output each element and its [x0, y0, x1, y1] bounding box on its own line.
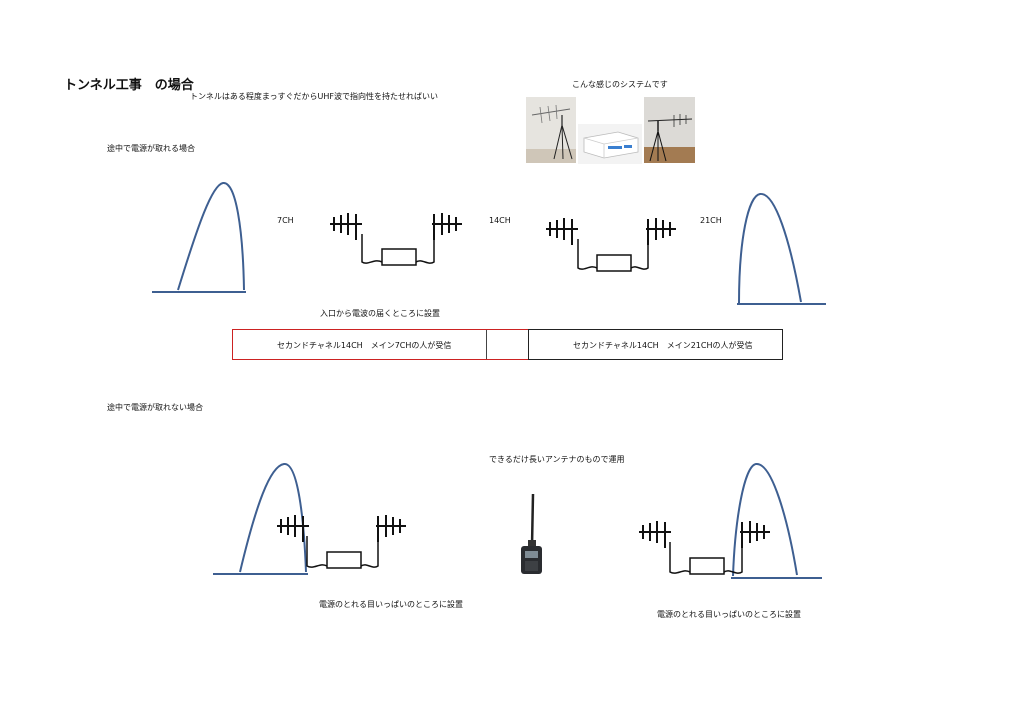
antenna-tripod-photo-right [644, 97, 695, 163]
mountain-right-top [737, 193, 826, 305]
channel-box-right: セカンドチャネル14CH メイン21CHの人が受信 [528, 329, 783, 360]
channel-box-right-text: セカンドチャネル14CH メイン21CHの人が受信 [573, 341, 753, 350]
mountain-right-bottom [731, 463, 822, 579]
channel-label-7ch: 7CH [277, 216, 294, 225]
channel-label-14ch: 14CH [489, 216, 511, 225]
handheld-radio-icon [521, 493, 542, 574]
repeater-1 [329, 212, 463, 266]
handheld-note: できるだけ長いアンテナのもので運用 [489, 455, 625, 464]
system-caption: こんな感じのシステムです [572, 80, 668, 89]
placement-note-entrance: 入口から電波の届くところに設置 [320, 309, 440, 318]
page-subtitle: トンネルはある程度まっすぐだからUHF波で指向性を持たせればいい [190, 92, 438, 101]
mountain-left-top [152, 182, 246, 293]
antenna-tripod-photo-left [526, 97, 576, 163]
mountain-left-bottom [213, 463, 308, 575]
box-divider [486, 330, 487, 359]
channel-box-left-text: セカンドチャネル14CH メイン7CHの人が受信 [277, 341, 452, 350]
placement-note-right: 電源のとれる目いっぱいのところに設置 [657, 610, 801, 619]
channel-label-21ch: 21CH [700, 216, 722, 225]
repeater-2 [545, 217, 677, 272]
repeater-4 [638, 520, 771, 575]
section-powered-heading: 途中で電源が取れる場合 [107, 144, 195, 153]
placement-note-left: 電源のとれる目いっぱいのところに設置 [319, 600, 463, 609]
repeater-unit-photo [578, 124, 642, 164]
section-unpowered-heading: 途中で電源が取れない場合 [107, 403, 203, 412]
page-title: トンネル工事 の場合 [64, 78, 194, 93]
repeater-3 [276, 514, 407, 569]
